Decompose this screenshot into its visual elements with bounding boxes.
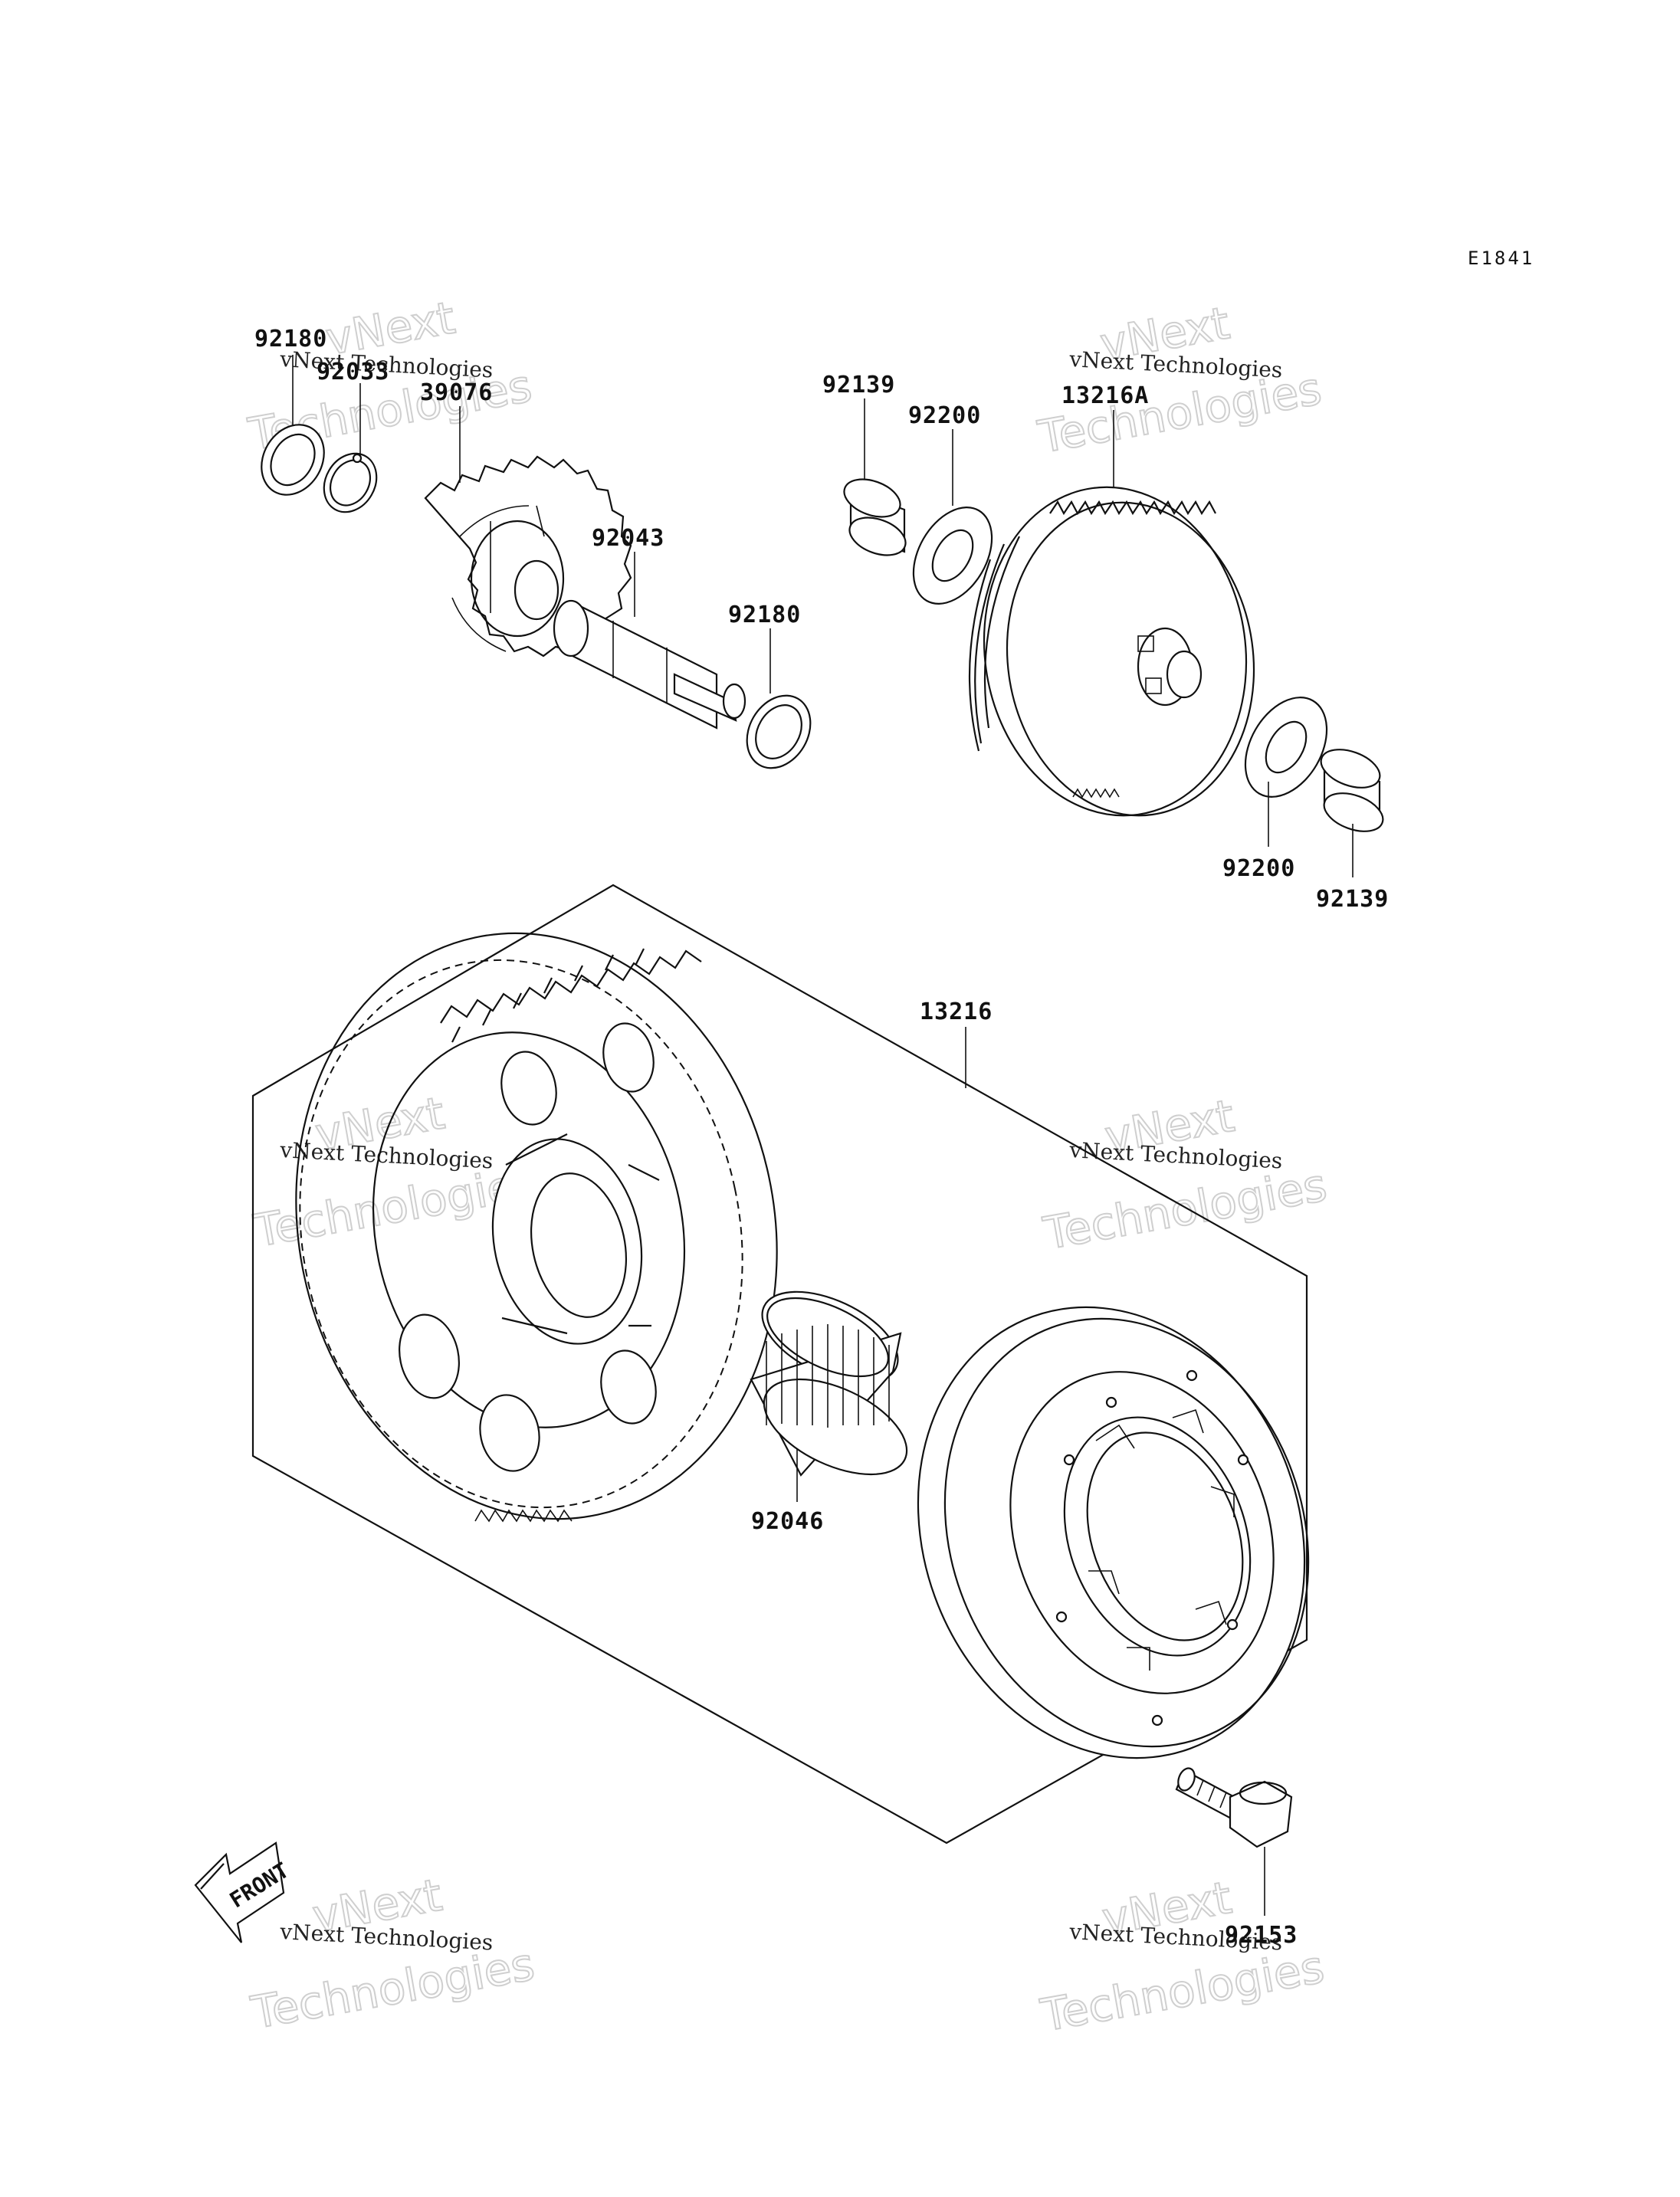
one-way-clutch [917,1306,1310,1759]
watermark-text-bottom-left: vNext Technologies [279,1919,494,1956]
washer-92200-top [912,507,993,605]
label-13216A: 13216A [1061,382,1149,409]
label-92200-bottom: 92200 [1222,855,1295,882]
bolt-92153 [1175,1767,1293,1848]
ring-gear-large [295,932,778,1523]
label-92180-shaft: 92180 [728,602,801,628]
diagram-code: E1841 [1468,248,1534,269]
label-92180-top: 92180 [254,326,327,353]
bushing-92139-bottom [1320,749,1384,832]
washer-92180-shaft [746,694,812,769]
svg-text:Technologies: Technologies [247,1938,538,2039]
needle-bearing-92046 [750,1290,908,1477]
shaft-92043 [553,599,746,730]
label-92139-bottom: 92139 [1316,886,1389,913]
front-arrow-icon: FRONT [194,1841,294,1943]
label-92046: 92046 [751,1508,824,1535]
watermark-text-top-right: vNext Technologies [1068,346,1283,383]
circlip-92033 [323,452,378,513]
label-92139-top: 92139 [822,372,895,398]
bushing-92139-top [843,478,907,556]
watermark-text-mid-right: vNext Technologies [1068,1137,1283,1174]
label-39076: 39076 [420,379,493,406]
starter-gear-13216A [968,486,1255,817]
svg-text:Technologies: Technologies [1039,1159,1331,1260]
washer-92180-top [261,424,325,496]
watermark-text-mid-left: vNext Technologies [279,1137,494,1174]
label-13216: 13216 [920,998,993,1025]
washer-92200-bottom [1244,697,1328,798]
assembly-13216-outline [251,884,1308,1844]
label-92200-top: 92200 [908,402,981,429]
svg-text:Technologies: Technologies [1037,1940,1328,2041]
label-92153: 92153 [1225,1922,1298,1949]
label-92033: 92033 [317,359,389,385]
label-92043: 92043 [592,525,664,552]
